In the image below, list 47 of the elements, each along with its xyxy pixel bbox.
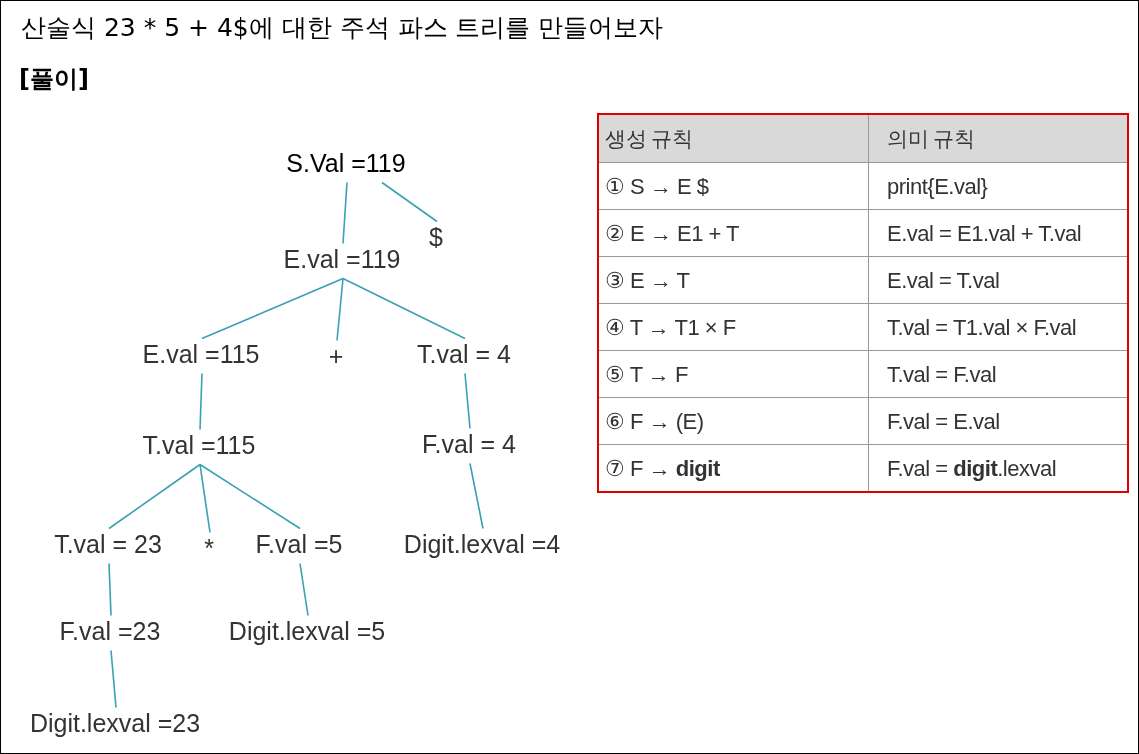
tree-branch: [381, 181, 438, 223]
tree-branch: [299, 562, 309, 617]
tree-node-label: $: [429, 224, 443, 250]
tree-node-label: T.val = 23: [54, 531, 162, 557]
tree-branch: [108, 463, 201, 530]
table-cell: ⑤ T → F: [599, 351, 869, 397]
tree-node-label: F.val =23: [59, 618, 161, 644]
table-cell-text: E.val = E1.val + T.val: [886, 219, 1083, 248]
tree-node-label: +: [328, 343, 344, 369]
tree-branch: [336, 277, 344, 342]
tree-node-label: F.val = 4: [422, 431, 516, 457]
tree-branch: [199, 463, 301, 530]
table-cell: ③ E → T: [599, 257, 869, 303]
title: 산술식 23 * 5 + 4$에 대한 주석 파스 트리를 만들어보자: [21, 12, 664, 44]
tree-node-label: Digit.lexval =23: [29, 710, 201, 736]
tree-node-label: *: [204, 535, 214, 561]
tree-branch: [108, 562, 112, 617]
table-cell: ④ T → T1 × F: [599, 304, 869, 350]
tree-branch: [469, 462, 484, 530]
tree-node-label: Digit.lexval =5: [228, 618, 386, 644]
table-cell-text: print{E.val}: [886, 172, 989, 201]
solution-heading: [풀이]: [19, 64, 89, 95]
tree-branch: [342, 181, 348, 245]
table-cell-text: F.val = E.val: [886, 407, 1001, 436]
tree-branch: [201, 277, 344, 340]
table-cell-text: E.val = T.val: [886, 266, 1001, 295]
tree-node-label: E.val =119: [283, 246, 401, 272]
table-cell-text: T.val = F.val: [886, 360, 998, 389]
tree-node-label: E.val =115: [142, 341, 260, 367]
table-cell: ⑥ F → (E): [599, 398, 869, 444]
table-header-cell: 생성 규칙: [599, 115, 869, 162]
table-cell: ② E → E1 + T: [599, 210, 869, 256]
root-node-label: S.Val =119: [286, 150, 406, 176]
tree-node-label: Digit.lexval =4: [403, 531, 561, 557]
tree-branch: [464, 372, 471, 430]
table-cell: ⑦ F → digit: [599, 445, 869, 491]
tree-node-label: T.val = 4: [417, 341, 511, 367]
tree-branch: [199, 372, 203, 431]
table-cell-text: T.val = T1.val × F.val: [886, 313, 1078, 342]
tree-branch: [342, 277, 466, 340]
tree-node-label: F.val =5: [255, 531, 343, 557]
table-cell-text: F.val = digit.lexval: [886, 454, 1058, 483]
tree-branch: [110, 649, 117, 709]
tree-branch: [199, 463, 211, 534]
table-cell: ① S → E $: [599, 163, 869, 209]
table-header-cell: 의미 규칙: [869, 115, 1127, 162]
tree-node-label: T.val =115: [142, 432, 256, 458]
